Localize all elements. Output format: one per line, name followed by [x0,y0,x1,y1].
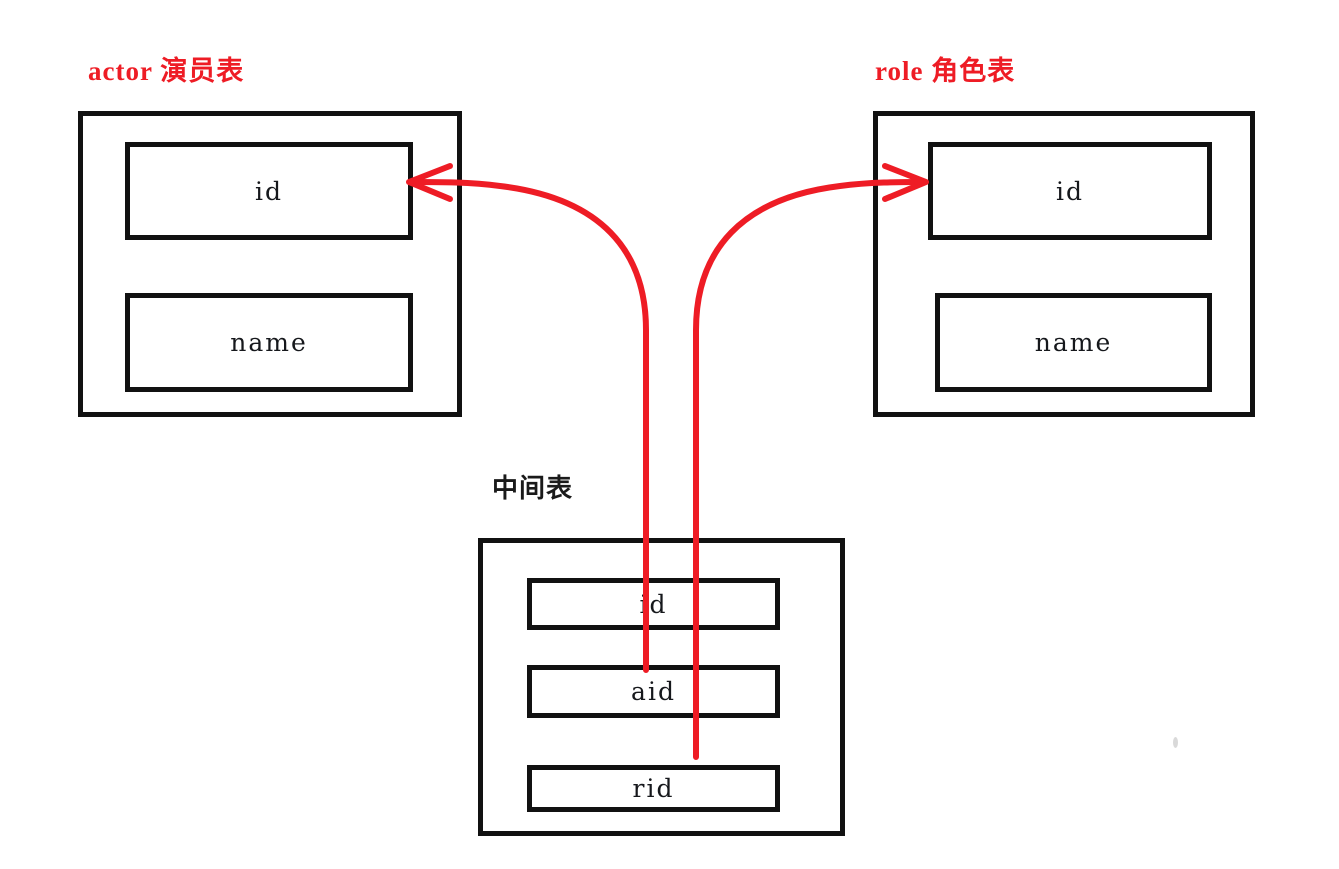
role-table-title: role 角色表 [875,56,1016,86]
middle-table-title: 中间表 [492,474,574,503]
actor-field-id-label: id [255,176,283,206]
middle-field-id-label: id [639,589,668,619]
role-field-name[interactable]: name [935,293,1212,392]
middle-field-aid-label: aid [631,677,676,706]
actor-field-id[interactable]: id [125,142,413,240]
middle-field-id[interactable]: id [527,578,780,630]
middle-field-rid[interactable]: rid [527,765,780,812]
actor-field-name-label: name [230,328,308,357]
actor-field-name[interactable]: name [125,293,413,392]
role-field-name-label: name [1034,328,1113,357]
middle-field-rid-label: rid [632,774,675,803]
actor-table-title: actor 演员表 [88,56,245,86]
middle-field-aid[interactable]: aid [527,665,780,718]
role-field-id[interactable]: id [928,142,1212,240]
role-field-id-label: id [1056,176,1084,206]
scan-artifact-speck [1173,737,1178,748]
